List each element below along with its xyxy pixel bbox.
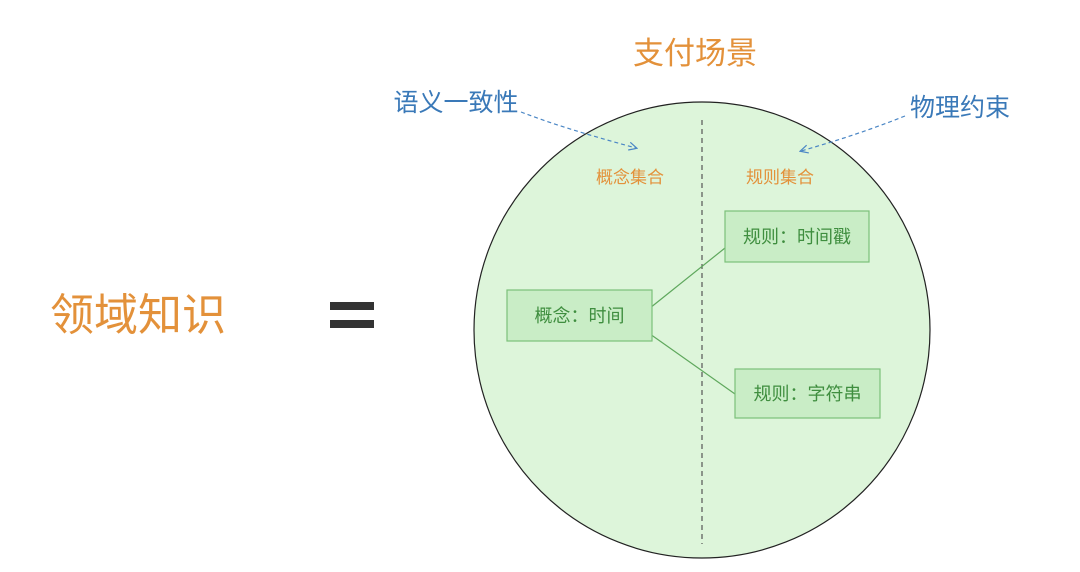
domain-knowledge-label: 领域知识 [50, 290, 226, 341]
physical-constraint-arrow [801, 115, 906, 151]
concept-time-text: 概念：时间 [535, 305, 625, 327]
concept-time-node: 概念：时间 [506, 289, 653, 342]
equals-sign [330, 302, 374, 328]
concept-to-string-link [649, 333, 736, 395]
physical-constraint-label: 物理约束 [910, 93, 1010, 122]
rule-set-label: 规则集合 [746, 168, 814, 188]
scene-title: 支付场景 [633, 36, 757, 72]
semantic-consistency-arrow [520, 111, 636, 148]
rule-string-node: 规则：字符串 [734, 368, 881, 419]
concept-set-label: 概念集合 [596, 167, 664, 188]
semantic-consistency-label: 语义一致性 [393, 88, 518, 117]
rule-string-text: 规则：字符串 [754, 384, 862, 405]
rule-timestamp-text: 规则：时间戳 [743, 227, 851, 248]
concept-to-timestamp-link [649, 247, 726, 309]
rule-timestamp-node: 规则：时间戳 [724, 210, 870, 263]
